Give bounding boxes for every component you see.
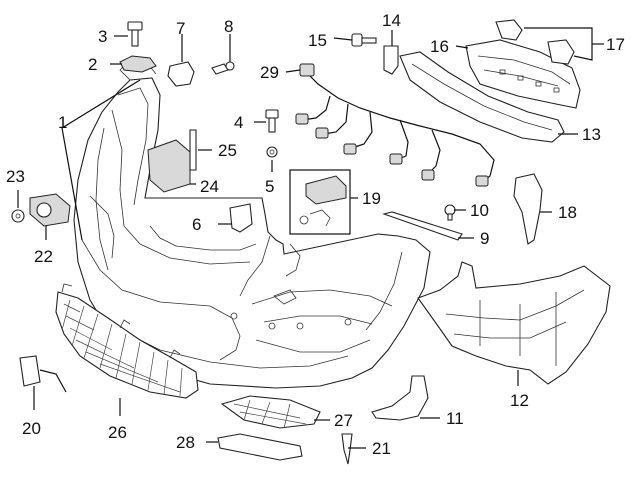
callout-6: 6 — [192, 215, 201, 234]
callout-26: 26 — [108, 423, 127, 442]
callout-18: 18 — [558, 203, 577, 222]
bumper-cover-drawing — [73, 61, 431, 389]
callout-16: 16 — [430, 37, 449, 56]
callout-labels: 1 2 3 4 5 6 7 8 9 10 11 12 13 14 15 16 1… — [6, 11, 625, 458]
callout-10: 10 — [470, 201, 489, 220]
callout-15: 15 — [308, 31, 327, 50]
callout-14: 14 — [382, 11, 401, 30]
callout-12: 12 — [510, 391, 529, 410]
callout-5: 5 — [265, 177, 274, 196]
callout-1: 1 — [58, 113, 67, 132]
callout-21: 21 — [372, 439, 391, 458]
callout-29: 29 — [260, 63, 279, 82]
callout-25: 25 — [218, 141, 237, 160]
callout-23: 23 — [6, 167, 25, 186]
lower-grille-drawing — [55, 283, 199, 399]
callout-7: 7 — [176, 19, 185, 38]
callout-3: 3 — [98, 27, 107, 46]
callout-9: 9 — [480, 229, 489, 248]
fasteners-drawing — [11, 21, 611, 465]
leader-lines — [17, 27, 604, 449]
wiring-harness-drawing — [295, 63, 495, 187]
callout-19: 19 — [362, 189, 381, 208]
absorber-drawing — [399, 19, 581, 143]
callout-20: 20 — [22, 419, 41, 438]
callout-11: 11 — [446, 409, 464, 428]
callout-4: 4 — [234, 113, 243, 132]
callout-8: 8 — [224, 17, 233, 36]
callout-17: 17 — [606, 35, 625, 54]
callout-24: 24 — [200, 177, 219, 196]
callout-28: 28 — [176, 433, 195, 452]
callout-22: 22 — [34, 247, 53, 266]
callout-2: 2 — [88, 55, 97, 74]
callout-27: 27 — [334, 411, 353, 430]
callout-13: 13 — [582, 125, 601, 144]
